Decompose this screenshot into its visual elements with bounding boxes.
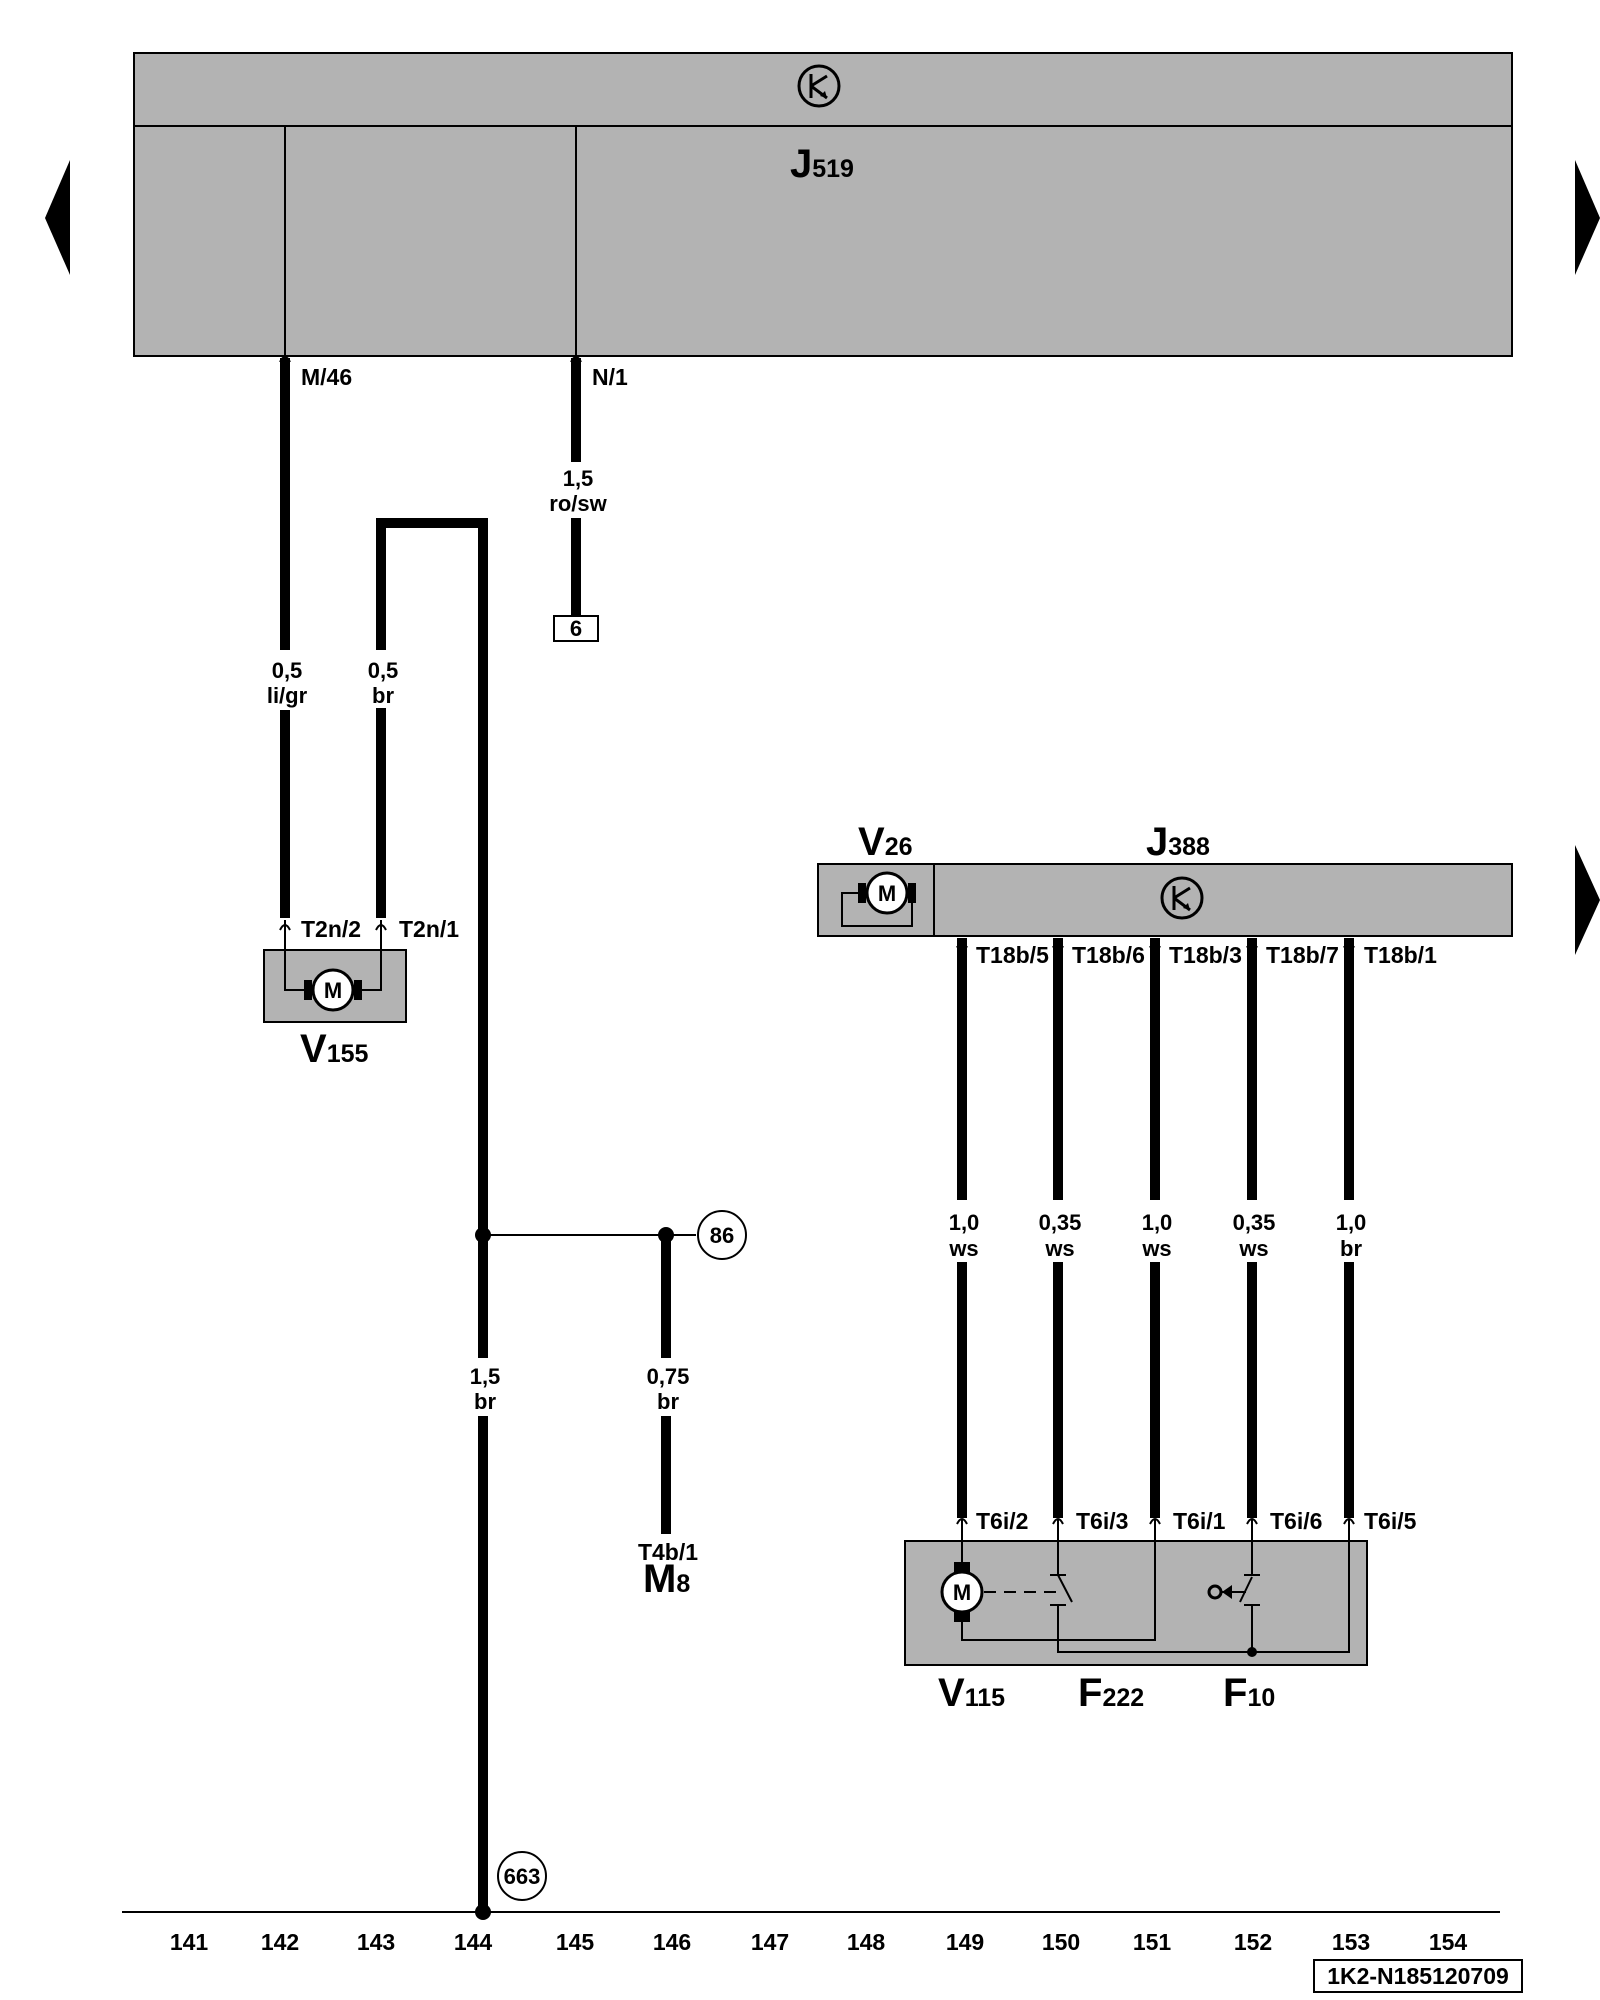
ruler-number: 145 xyxy=(556,1929,595,1955)
v155-motor: T2n/2 T2n/1 M V155 xyxy=(263,916,459,1071)
ruler-number: 147 xyxy=(751,1929,789,1955)
motor-symbol: M xyxy=(324,978,342,1003)
ruler-number: 143 xyxy=(357,1929,395,1955)
pin-label: T6i/3 xyxy=(1076,1508,1128,1534)
wire-color: br xyxy=(372,683,394,708)
ref-box-number: 6 xyxy=(570,616,582,641)
wire: 86 0,75 br T4b/1 M8 xyxy=(475,1210,747,1601)
pin-label: T4b/1 xyxy=(638,1539,698,1565)
pin-label: T6i/1 xyxy=(1173,1508,1226,1534)
wire-color: ws xyxy=(1044,1236,1074,1261)
j519-control-unit: J519 xyxy=(133,52,1513,357)
wire-color: li/gr xyxy=(267,683,308,708)
m8-label: M8 xyxy=(643,1557,690,1601)
wire-color: ws xyxy=(1141,1236,1171,1261)
pin-label: M/46 xyxy=(301,364,352,390)
motor-symbol: M xyxy=(878,881,896,906)
v115-label: V115 xyxy=(938,1671,1005,1715)
wire-size: 1,5 xyxy=(563,466,594,491)
diagram-id: 1K2-N185120709 xyxy=(1327,1963,1509,1989)
pin-label: T18b/6 xyxy=(1072,942,1145,968)
connector-markers xyxy=(279,356,1355,1525)
ruler-number: 142 xyxy=(261,1929,299,1955)
wire: 1,0 ws xyxy=(948,938,979,1518)
splice-point xyxy=(475,1227,491,1243)
wire-size: 0,5 xyxy=(272,658,303,683)
ruler: 141 142 143 144 145 146 147 148 149 150 … xyxy=(170,1929,1468,1955)
wire-size: 0,75 xyxy=(647,1364,690,1389)
v26-label: V26 xyxy=(858,820,913,864)
wire: 0,5 li/gr xyxy=(267,358,308,918)
ruler-number: 153 xyxy=(1332,1929,1370,1955)
wire-size: 1,0 xyxy=(1336,1210,1367,1235)
wire-size: 1,5 xyxy=(470,1364,501,1389)
pin-label: T6i/5 xyxy=(1364,1508,1417,1534)
wire-color: br xyxy=(474,1389,496,1414)
ruler-number: 154 xyxy=(1429,1929,1468,1955)
ref-circle-number: 663 xyxy=(504,1864,541,1889)
f10-label: F10 xyxy=(1223,1671,1275,1715)
wire-color: ro/sw xyxy=(549,491,607,516)
wire: 0,35 ws xyxy=(1039,938,1082,1518)
ruler-number: 146 xyxy=(653,1929,691,1955)
ruler-number: 141 xyxy=(170,1929,209,1955)
wire: 0,35 ws xyxy=(1233,938,1276,1518)
j388-label: J388 xyxy=(1146,820,1210,864)
ref-circle-number: 86 xyxy=(710,1223,734,1248)
arrow-right-icon[interactable] xyxy=(1575,845,1600,955)
diagram-id-box xyxy=(1313,1959,1523,1993)
v26-motor: M xyxy=(841,871,916,927)
ref-circle xyxy=(497,1851,547,1901)
motor-symbol: M xyxy=(953,1580,971,1605)
arrow-left-icon[interactable] xyxy=(45,160,70,275)
wire-size: 0,35 xyxy=(1233,1210,1276,1235)
ruler-number: 148 xyxy=(847,1929,886,1955)
ruler-number: 150 xyxy=(1042,1929,1080,1955)
wire-size: 0,5 xyxy=(368,658,399,683)
wire-color: ws xyxy=(1238,1236,1268,1261)
pin-label: T2n/2 xyxy=(301,916,361,942)
v115-f222-f10-assembly: M V115 F222 F10 xyxy=(904,1520,1368,1715)
ref-circle xyxy=(697,1210,747,1260)
v155-label: V155 xyxy=(300,1027,368,1071)
pin-label: T18b/3 xyxy=(1169,942,1242,968)
f222-label: F222 xyxy=(1078,1671,1144,1715)
wire-size: 0,35 xyxy=(1039,1210,1082,1235)
wire-color: ws xyxy=(948,1236,978,1261)
ruler-number: 152 xyxy=(1234,1929,1272,1955)
pin-label: T18b/1 xyxy=(1364,942,1437,968)
ruler-number: 149 xyxy=(946,1929,984,1955)
pin-label: N/1 xyxy=(592,364,628,390)
j388-control-unit: V26 J388 M xyxy=(817,820,1513,937)
ruler-number: 144 xyxy=(454,1929,493,1955)
wire: 0,5 br 1,5 br xyxy=(360,518,506,1912)
pin-label: T2n/1 xyxy=(399,916,459,942)
j519-label: J519 xyxy=(790,142,854,186)
ruler-number: 151 xyxy=(1133,1929,1172,1955)
wire-color: br xyxy=(1340,1236,1362,1261)
pin-label: T6i/6 xyxy=(1270,1508,1322,1534)
ref-box xyxy=(553,615,599,642)
pin-label: T6i/2 xyxy=(976,1508,1028,1534)
wire: 1,0 br xyxy=(1336,938,1367,1518)
wire-size: 1,0 xyxy=(1142,1210,1173,1235)
wire-color: br xyxy=(657,1389,679,1414)
pin-label: T18b/5 xyxy=(976,942,1049,968)
wire: 1,0 ws xyxy=(1141,938,1172,1518)
wire: 1,5 ro/sw 6 xyxy=(549,358,608,642)
arrow-right-icon[interactable] xyxy=(1575,160,1600,275)
wire-size: 1,0 xyxy=(949,1210,980,1235)
pin-label: T18b/7 xyxy=(1266,942,1339,968)
